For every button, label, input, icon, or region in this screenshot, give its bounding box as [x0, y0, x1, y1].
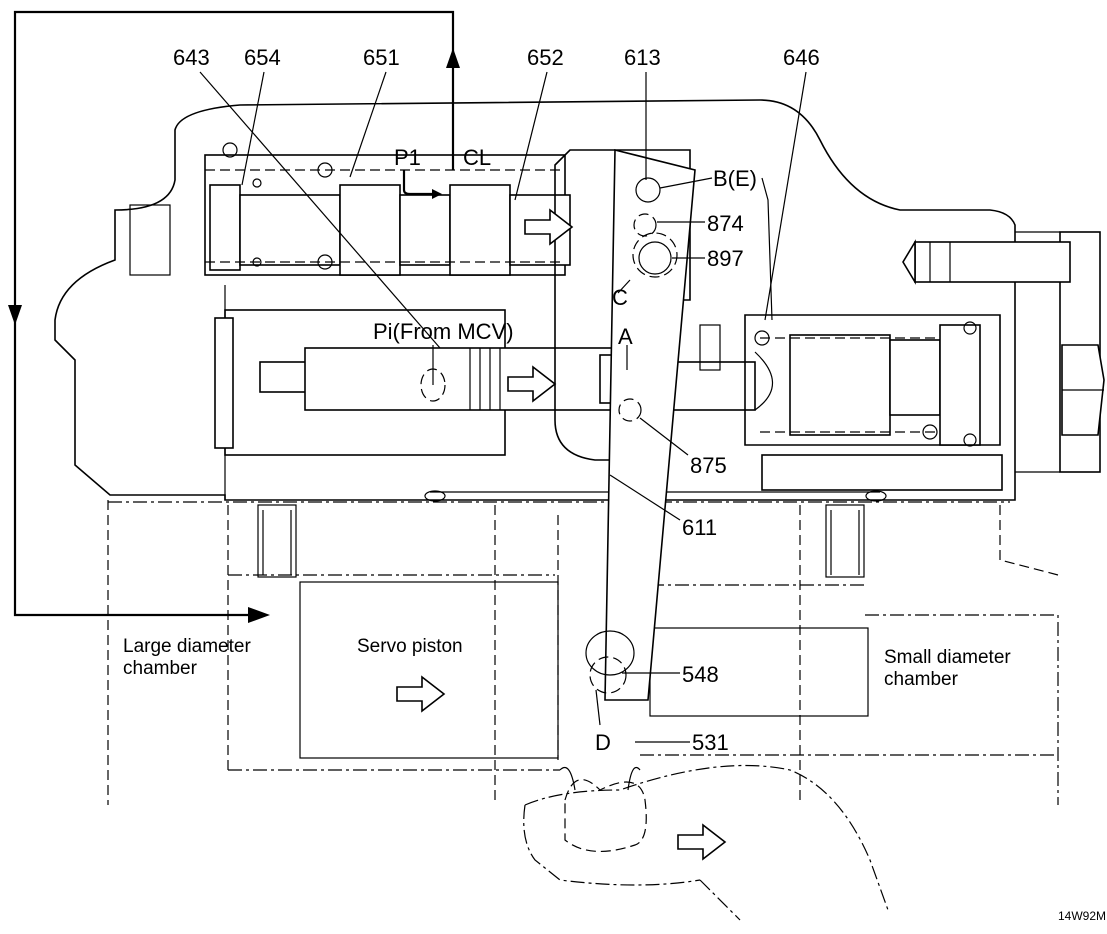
- leader-c: [617, 279, 631, 294]
- callout-548: 548: [682, 662, 719, 687]
- slot-548: [585, 630, 635, 676]
- servo-piston-label: Servo piston: [357, 636, 463, 657]
- callout-875: 875: [690, 453, 727, 478]
- label-c: C: [612, 285, 628, 310]
- leader-be: [659, 177, 713, 189]
- signal-line-path: [13, 10, 455, 617]
- spool-grooves: [469, 348, 501, 410]
- leader-d: [595, 689, 601, 726]
- labels: 643 654 651 652 613 646 P1 CL B(E) 874 8…: [123, 45, 1106, 923]
- spring-chamber: [744, 314, 1001, 446]
- base-plate: [761, 454, 1003, 491]
- callout-654: 654: [244, 45, 281, 70]
- pin-897: [638, 241, 672, 275]
- arrow-spool-643: [507, 365, 557, 403]
- pin-875: [618, 398, 642, 422]
- cam-link-outline: [524, 764, 889, 911]
- servo-piston-body: [299, 581, 559, 759]
- left-plug: [129, 204, 171, 276]
- spool-tip: [259, 361, 309, 393]
- sleeve-end: [214, 317, 234, 449]
- callout-531: 531: [692, 730, 729, 755]
- feedback-lever: [554, 148, 721, 701]
- oring-646: [754, 330, 770, 346]
- arrow-servo: [396, 675, 446, 713]
- leader-646: [764, 71, 807, 321]
- callout-646: 646: [783, 45, 820, 70]
- small-chamber-label-1: Small diameter: [884, 647, 1011, 668]
- leader-643: [199, 71, 441, 349]
- pin-d-housing: [564, 779, 647, 853]
- callout-652: 652: [527, 45, 564, 70]
- leader-654: [241, 71, 265, 186]
- p1-flow-arrow: [402, 170, 435, 196]
- adjust-screw: [914, 241, 1071, 283]
- leader-611: [609, 474, 681, 521]
- leader-652: [514, 71, 548, 201]
- pin-b-e: [635, 177, 661, 203]
- regulator-housing: [54, 99, 1105, 501]
- callout-613: 613: [624, 45, 661, 70]
- motion-arrows: [396, 208, 727, 861]
- signal-right-arrow: [248, 607, 270, 623]
- callout-651: 651: [363, 45, 400, 70]
- spool-land-1: [339, 184, 401, 276]
- label-cl: CL: [463, 145, 491, 170]
- servo-right-wall: [999, 505, 1059, 576]
- label-d: D: [595, 730, 611, 755]
- pilot-spool-assembly: [204, 142, 571, 276]
- callout-611: 611: [682, 515, 717, 540]
- spring-plug: [939, 324, 981, 446]
- large-chamber-label-1: Large diameter: [123, 636, 251, 657]
- servo-section: [107, 500, 1059, 921]
- callout-897: 897: [707, 246, 744, 271]
- housing-outline: [54, 99, 1016, 501]
- signal-down-arrow: [8, 305, 22, 325]
- spool-land-2: [449, 184, 511, 276]
- callout-643: 643: [173, 45, 210, 70]
- spool-end-left: [209, 184, 241, 271]
- label-a: A: [618, 324, 633, 349]
- signal-line: [8, 10, 460, 623]
- oring-654-top: [222, 142, 238, 158]
- label-pi: Pi(From MCV): [373, 319, 514, 344]
- spring-seat: [789, 334, 891, 436]
- large-chamber-label-2: chamber: [123, 658, 198, 679]
- pin-548: [589, 656, 627, 694]
- spool-neck: [399, 194, 451, 266]
- label-be: B(E): [713, 166, 757, 191]
- leader-875: [639, 417, 689, 456]
- leader-lines: [199, 71, 807, 743]
- bolt-right: [825, 504, 865, 578]
- spool-643: [304, 347, 616, 411]
- main-spool-assembly: [214, 309, 1003, 502]
- arrow-cam: [677, 823, 727, 861]
- pin-897-outer: [632, 232, 678, 278]
- signal-up-arrow: [446, 48, 460, 68]
- cam-link-outline-lower: [523, 804, 701, 886]
- label-p1: P1: [394, 145, 421, 170]
- callout-874: 874: [707, 211, 744, 236]
- small-chamber-label-2: chamber: [884, 669, 959, 690]
- arrow-spool-652: [524, 208, 574, 246]
- bolt-left: [257, 504, 297, 578]
- spool-body-left: [239, 194, 341, 266]
- leader-651: [349, 71, 387, 178]
- figure-code: 14W92M: [1058, 909, 1106, 923]
- small-chamber-right: [865, 614, 1059, 805]
